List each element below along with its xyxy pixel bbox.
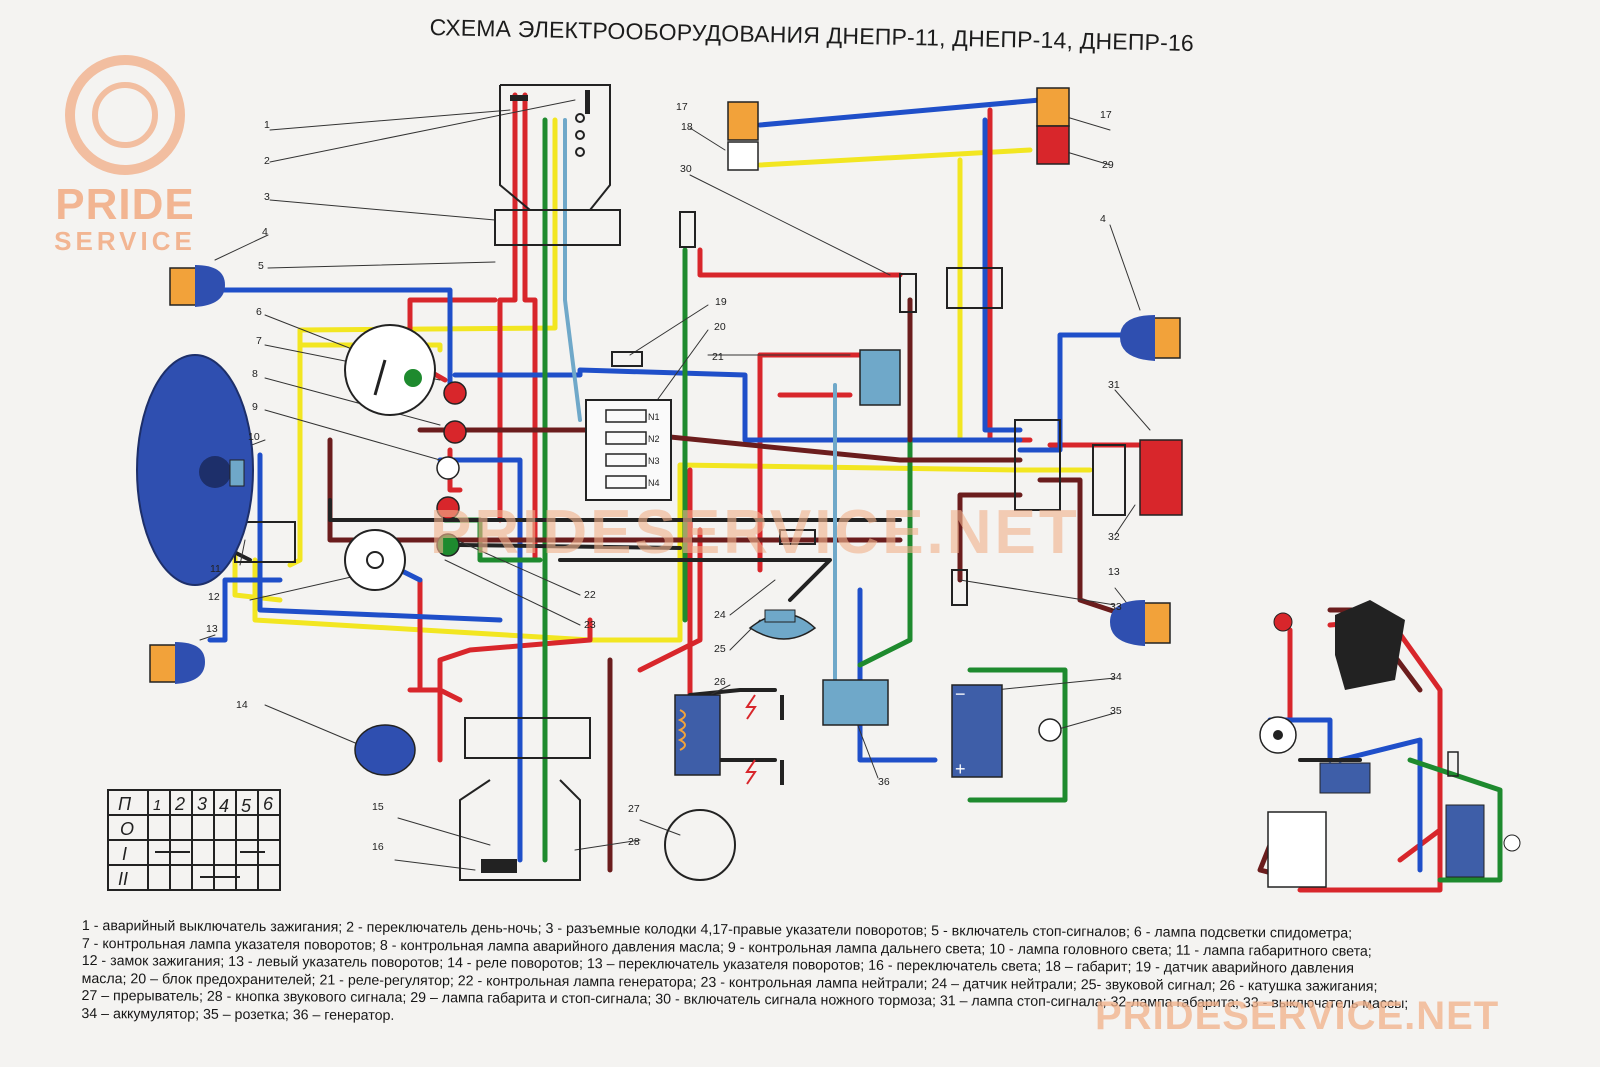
horn-25 xyxy=(748,609,817,640)
lamp-17-29-right xyxy=(1036,87,1070,165)
callout-14: 14 xyxy=(236,699,248,711)
callout-32: 32 xyxy=(1108,531,1120,543)
callout-12: 12 xyxy=(208,591,220,603)
callout-24: 24 xyxy=(714,609,726,621)
watermark-bottom-right: PRIDESERVICE.NET xyxy=(1095,994,1500,1038)
callout-20: 20 xyxy=(714,321,726,333)
watermark-logo xyxy=(65,55,185,175)
callout-15: 15 xyxy=(372,801,384,813)
generator-36 xyxy=(822,679,889,726)
callout-2: 2 xyxy=(264,155,270,167)
callout-28: 28 xyxy=(628,836,640,848)
callout-13-right: 13 xyxy=(1108,566,1120,578)
ground-switch-33 xyxy=(951,569,968,606)
neutral-sensor-24 xyxy=(779,529,816,545)
socket-35 xyxy=(1038,718,1062,742)
speedometer-6 xyxy=(344,324,436,416)
ignition-coil-26 xyxy=(674,694,784,785)
callout-4: 4 xyxy=(262,226,268,238)
fuse-label-n2: N2 xyxy=(648,434,660,444)
callout-19: 19 xyxy=(715,296,727,308)
callout-22: 22 xyxy=(584,589,596,601)
callout-17-right: 17 xyxy=(1100,109,1112,121)
callout-4-right: 4 xyxy=(1100,213,1106,225)
brake-switch-30 xyxy=(679,211,917,313)
lamp-18-side xyxy=(727,141,759,171)
turn-signal-rear-left xyxy=(149,642,205,684)
callout-8: 8 xyxy=(252,368,258,380)
table-row-o: О xyxy=(120,819,134,839)
battery-minus-label: − xyxy=(955,684,966,704)
table-row-ii: II xyxy=(118,869,128,889)
callout-33: 33 xyxy=(1110,601,1122,613)
fuse-label-n1: N1 xyxy=(648,412,660,422)
stop-lamp-31-32 xyxy=(1139,439,1183,516)
callout-26: 26 xyxy=(714,676,726,688)
turn-signal-front-left xyxy=(169,265,225,307)
callout-35: 35 xyxy=(1110,705,1122,717)
table-header-1: 1 xyxy=(153,797,161,814)
headlamp-10 xyxy=(136,354,254,586)
callout-6: 6 xyxy=(256,306,262,318)
callout-36: 36 xyxy=(878,776,890,788)
breaker-27 xyxy=(664,809,736,881)
callout-9: 9 xyxy=(252,401,258,413)
callout-25: 25 xyxy=(714,643,726,655)
fuse-label-n4: N4 xyxy=(648,478,660,488)
table-header-3: 3 xyxy=(197,794,207,814)
connector-block-3 xyxy=(494,209,621,246)
callout-23: 23 xyxy=(584,619,596,631)
table-row-i: I xyxy=(122,844,127,864)
connector-block-rear xyxy=(464,267,1126,759)
table-header-p: П xyxy=(118,794,132,814)
light-switch-16 xyxy=(459,779,581,881)
watermark-brand-bottom: SERVICE xyxy=(54,226,196,256)
blue-wires xyxy=(207,97,1423,873)
relay-regulator-21 xyxy=(859,349,901,406)
table-header-6: 6 xyxy=(263,794,274,814)
brown-wires xyxy=(327,297,1423,883)
table-header-4: 4 xyxy=(219,796,229,816)
lamp-17-left xyxy=(727,101,759,141)
callout-29: 29 xyxy=(1102,159,1114,171)
table-header-2: 2 xyxy=(174,794,185,814)
ignition-lock-12 xyxy=(344,529,406,591)
callout-34: 34 xyxy=(1110,671,1122,683)
callout-17-left: 17 xyxy=(676,101,688,113)
table-header-5: 5 xyxy=(241,796,252,816)
watermark-center: PRIDESERVICE.NET xyxy=(430,498,1080,567)
battery-plus-label: + xyxy=(955,759,966,779)
callout-7: 7 xyxy=(256,335,262,347)
callout-11: 11 xyxy=(210,563,221,575)
callout-21: 21 xyxy=(712,351,724,363)
callout-5: 5 xyxy=(258,260,264,272)
flasher-relay-14 xyxy=(354,724,416,776)
turn-signal-front-right xyxy=(1120,315,1181,361)
callout-1: 1 xyxy=(264,119,270,131)
switch-position-table: П 1 2 3 4 5 6 О I II xyxy=(107,789,281,891)
callout-16: 16 xyxy=(372,841,384,853)
fuse-label-n3: N3 xyxy=(648,456,660,466)
callout-27: 27 xyxy=(628,803,640,815)
callout-3: 3 xyxy=(264,191,270,203)
callout-30: 30 xyxy=(680,163,692,175)
oil-pressure-sensor-19 xyxy=(611,351,643,367)
battery-34: − + xyxy=(951,684,1003,779)
inset-diagram xyxy=(1259,600,1521,888)
callout-13-left: 13 xyxy=(206,623,218,635)
callout-18: 18 xyxy=(681,121,693,133)
fuse-block-20: N1 N2 N3 N4 xyxy=(585,399,672,501)
turn-signal-rear-right xyxy=(1110,600,1171,646)
light-blue-wires xyxy=(563,118,837,682)
callout-31: 31 xyxy=(1108,379,1120,391)
watermark-brand-top: PRIDE xyxy=(55,180,195,229)
indicator-lamps xyxy=(436,381,467,557)
callout-10: 10 xyxy=(248,431,260,443)
